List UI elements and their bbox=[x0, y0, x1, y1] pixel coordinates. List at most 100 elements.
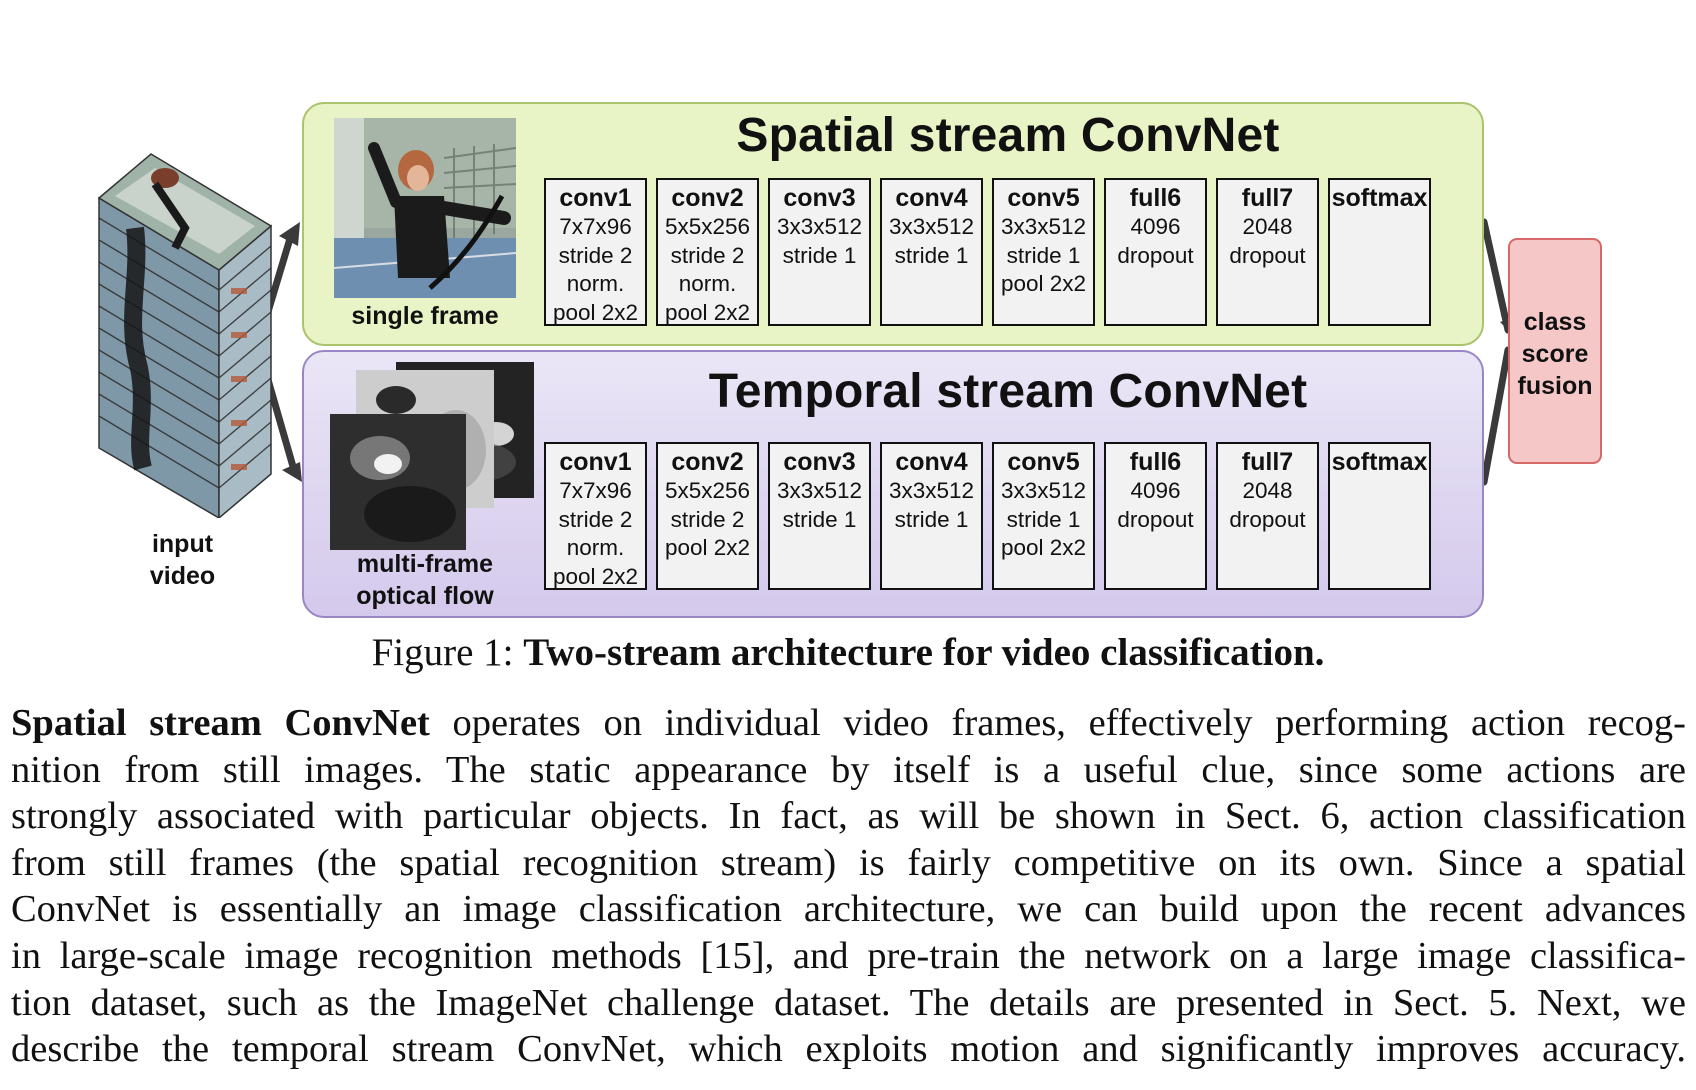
temporal-stream-panel: Temporal stream ConvNet mu bbox=[302, 350, 1484, 618]
arrow-spatial-to-fusion bbox=[1480, 218, 1512, 334]
layer-name: conv2 bbox=[671, 448, 744, 476]
body-line-2-text: nition from still images. The static app… bbox=[11, 748, 1686, 791]
body-line-2: nition from still images. The static app… bbox=[11, 747, 1686, 794]
figure-caption-prefix: Figure 1: bbox=[371, 631, 524, 674]
fusion-line1: class bbox=[1523, 308, 1587, 336]
layer-spec: pool 2x2 bbox=[1000, 535, 1087, 560]
layer-spec: norm. bbox=[678, 271, 737, 296]
body-line-6: in large-scale image recognition methods… bbox=[11, 933, 1686, 980]
layer-spec: dropout bbox=[1117, 506, 1194, 532]
body-line-3: strongly associated with particular obje… bbox=[11, 793, 1686, 840]
layer-spec: 7x7x96 bbox=[559, 478, 632, 503]
body-line-7-text: tion dataset, such as the ImageNet chall… bbox=[11, 981, 1686, 1024]
body-line-4: from still frames (the spatial recogniti… bbox=[11, 840, 1686, 887]
layer-spec: stride 1 bbox=[894, 506, 969, 532]
layer-spec: 3x3x512 bbox=[888, 478, 975, 503]
layer-spec: stride 2 bbox=[558, 242, 633, 268]
input-video-stack bbox=[95, 118, 275, 520]
layer-spec: 3x3x512 bbox=[888, 214, 975, 239]
layer-spec: pool 2x2 bbox=[552, 299, 639, 325]
layer-spec: stride 1 bbox=[1006, 506, 1081, 532]
layer-spec: dropout bbox=[1229, 506, 1306, 532]
layer-spec: 2048 bbox=[1242, 478, 1293, 503]
class-score-fusion-label: class score fusion bbox=[1510, 306, 1600, 402]
layer-name: conv5 bbox=[1007, 184, 1080, 212]
figure-caption: Figure 1: Two-stream architecture for vi… bbox=[0, 628, 1696, 678]
layer-spec: 7x7x96 bbox=[559, 214, 632, 239]
fusion-line3: fusion bbox=[1517, 372, 1593, 400]
layer-spec: stride 2 bbox=[670, 506, 745, 532]
body-line-8-text: describe the temporal stream ConvNet, wh… bbox=[11, 1028, 1686, 1071]
layer-name: conv1 bbox=[559, 184, 632, 212]
layer-spec: pool 2x2 bbox=[664, 535, 751, 560]
optical-flow-caption: multi-frame optical flow bbox=[322, 548, 528, 612]
layer-name: full7 bbox=[1241, 184, 1294, 212]
single-frame-caption: single frame bbox=[351, 302, 499, 330]
layer-spec: stride 1 bbox=[782, 242, 857, 268]
spatial-stream-title: Spatial stream ConvNet bbox=[736, 109, 1280, 162]
body-line-6-text: in large-scale image recognition methods… bbox=[11, 934, 1686, 977]
temporal-stream-title: Temporal stream ConvNet bbox=[708, 365, 1308, 418]
layer-spec: stride 2 bbox=[670, 242, 745, 268]
layer-spec: pool 2x2 bbox=[1000, 271, 1087, 296]
layer-spec: stride 1 bbox=[894, 242, 969, 268]
body-paragraph: Spatial stream ConvNet operates on indiv… bbox=[11, 700, 1686, 1073]
layer-name: full6 bbox=[1129, 448, 1182, 476]
layer-spec: 2048 bbox=[1242, 214, 1293, 239]
layer-spec: norm. bbox=[566, 535, 625, 560]
body-lead: Spatial stream ConvNet bbox=[11, 702, 430, 744]
optical-flow-caption-line2: optical flow bbox=[356, 582, 494, 610]
layer-name: conv3 bbox=[783, 448, 856, 476]
body-line-8: describe the temporal stream ConvNet, wh… bbox=[11, 1026, 1686, 1073]
layer-box-softmax: softmax bbox=[1328, 442, 1431, 590]
single-frame-image bbox=[334, 118, 516, 298]
layer-spec: 3x3x512 bbox=[776, 478, 863, 503]
optical-flow-caption-line1: multi-frame bbox=[356, 550, 494, 578]
layer-box-softmax: softmax bbox=[1328, 178, 1431, 326]
layer-name: softmax bbox=[1331, 184, 1428, 212]
layer-spec: stride 1 bbox=[782, 506, 857, 532]
body-line-5-text: ConvNet is essentially an image classifi… bbox=[11, 888, 1686, 931]
fusion-line2: score bbox=[1521, 340, 1589, 368]
layer-name: conv4 bbox=[895, 448, 968, 476]
layer-spec: 3x3x512 bbox=[776, 214, 863, 239]
figure-caption-title: Two-stream architecture for video classi… bbox=[523, 631, 1325, 674]
layer-spec: 3x3x512 bbox=[1000, 478, 1087, 503]
spatial-stream-panel: Spatial stream ConvNet bbox=[302, 102, 1484, 346]
layer-name: conv5 bbox=[1007, 448, 1080, 476]
layer-spec: dropout bbox=[1117, 242, 1194, 268]
layer-name: conv1 bbox=[559, 448, 632, 476]
input-video-label: input video bbox=[120, 528, 245, 592]
body-line-1-text: operates on individual video frames, eff… bbox=[429, 702, 1686, 744]
layer-name: softmax bbox=[1331, 448, 1428, 476]
layer-spec: 5x5x256 bbox=[664, 478, 751, 503]
optical-flow-frame-1 bbox=[330, 414, 466, 550]
single-frame-photo bbox=[334, 118, 516, 298]
layer-spec: pool 2x2 bbox=[552, 563, 639, 589]
layer-spec: stride 1 bbox=[1006, 242, 1081, 268]
streams-to-fusion-arrows bbox=[1480, 218, 1512, 486]
layer-spec: 4096 bbox=[1130, 214, 1181, 239]
body-line-1: Spatial stream ConvNet operates on indiv… bbox=[11, 700, 1686, 747]
body-line-7: tion dataset, such as the ImageNet chall… bbox=[11, 980, 1686, 1027]
layer-name: conv4 bbox=[895, 184, 968, 212]
class-score-fusion-box: class score fusion bbox=[1508, 238, 1602, 464]
video-frames-icon bbox=[97, 153, 273, 520]
layer-spec: pool 2x2 bbox=[664, 299, 751, 325]
body-line-5: ConvNet is essentially an image classifi… bbox=[11, 886, 1686, 933]
layer-name: full6 bbox=[1129, 184, 1182, 212]
